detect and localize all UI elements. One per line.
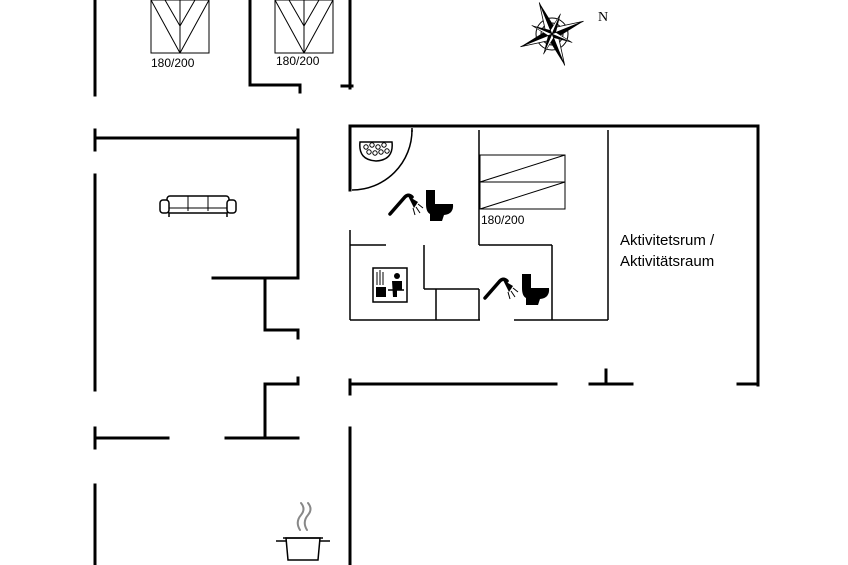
toilet-icon xyxy=(522,274,550,305)
cooking-pot-icon xyxy=(276,502,330,561)
sofa-icon xyxy=(159,195,237,217)
room-label-activity: Aktivitetsrum / Aktivitätsraum xyxy=(620,230,714,272)
walls xyxy=(93,0,760,565)
bed-2 xyxy=(274,0,334,54)
bed-size-label: 180/200 xyxy=(481,213,525,227)
bed-3 xyxy=(479,154,566,210)
north-label: N xyxy=(598,10,609,25)
toilet-icon xyxy=(426,190,454,221)
sauna-icon xyxy=(372,267,408,303)
whirlpool-icon xyxy=(359,141,393,162)
room-label-line: Aktivitätsraum xyxy=(620,253,715,270)
bed-size-label: 180/200 xyxy=(276,54,320,68)
inner-partitions xyxy=(349,128,609,321)
shower-icon xyxy=(388,193,424,216)
bed-size-label: 180/200 xyxy=(151,56,195,70)
shower-icon xyxy=(483,277,519,300)
compass-rose-icon xyxy=(520,2,584,66)
room-label-line: Aktivitetsrum / xyxy=(620,232,715,249)
bed-1 xyxy=(150,0,210,54)
